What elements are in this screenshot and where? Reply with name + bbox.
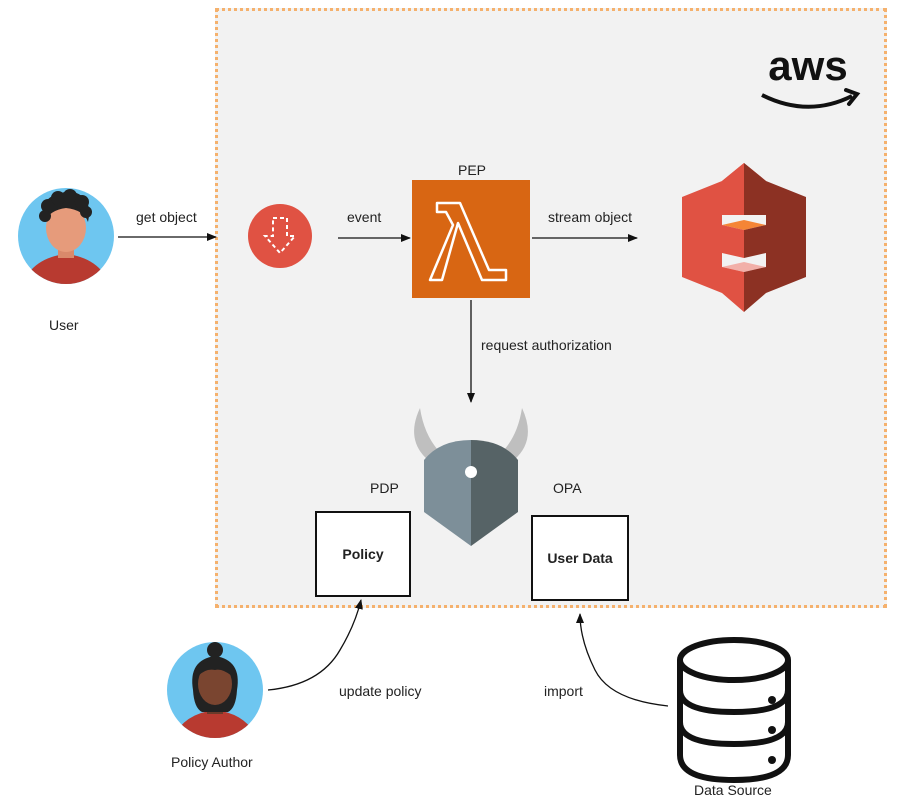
pdp-label: PDP xyxy=(370,480,399,496)
pep-label: PEP xyxy=(458,162,487,178)
user-data-box: User Data xyxy=(531,515,629,601)
amazon-s3-icon xyxy=(682,163,806,312)
policy-box-label: Policy xyxy=(342,546,384,562)
policy-box: Policy xyxy=(315,511,411,597)
user-data-box-label: User Data xyxy=(547,550,613,566)
event-label: event xyxy=(347,209,382,225)
aws-logo-text: aws xyxy=(768,42,847,89)
policy-author-avatar-icon xyxy=(167,642,263,738)
aws-lambda-icon xyxy=(412,180,530,298)
update-policy-arrow xyxy=(267,599,363,691)
data-source-label: Data Source xyxy=(694,782,772,798)
opa-viking-icon xyxy=(414,408,528,546)
stream-object-label: stream object xyxy=(548,209,633,225)
user-label: User xyxy=(49,317,79,333)
request-authorization-label: request authorization xyxy=(481,337,612,353)
user-avatar-icon xyxy=(18,188,114,284)
update-policy-label: update policy xyxy=(339,683,422,699)
get-object-label: get object xyxy=(136,209,197,225)
policy-author-label: Policy Author xyxy=(171,754,253,770)
import-label: import xyxy=(544,683,583,699)
aws-cloud-boundary xyxy=(215,8,887,608)
opa-label: OPA xyxy=(553,480,582,496)
aws-logo-icon: aws xyxy=(761,42,861,109)
database-icon xyxy=(677,637,791,784)
s3-object-lambda-icon xyxy=(248,204,312,268)
import-arrow xyxy=(576,613,669,707)
